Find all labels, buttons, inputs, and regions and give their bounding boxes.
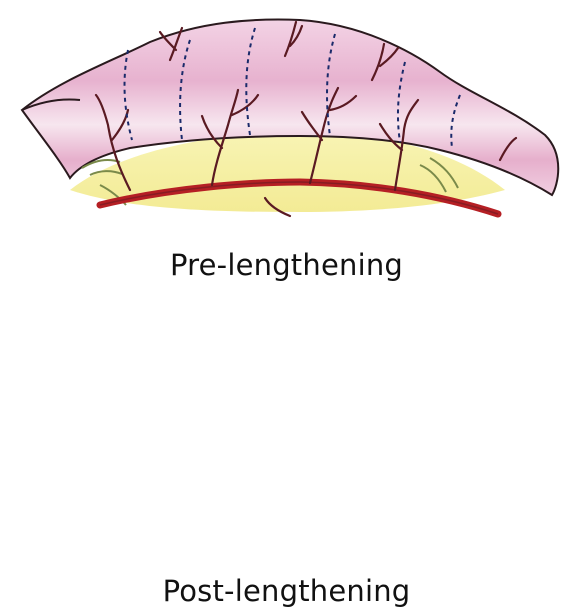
pre-lengthening-label: Pre-lengthening xyxy=(0,248,573,282)
pre-lengthening-bowel xyxy=(22,20,558,216)
post-lengthening-label: Post-lengthening xyxy=(0,574,573,608)
